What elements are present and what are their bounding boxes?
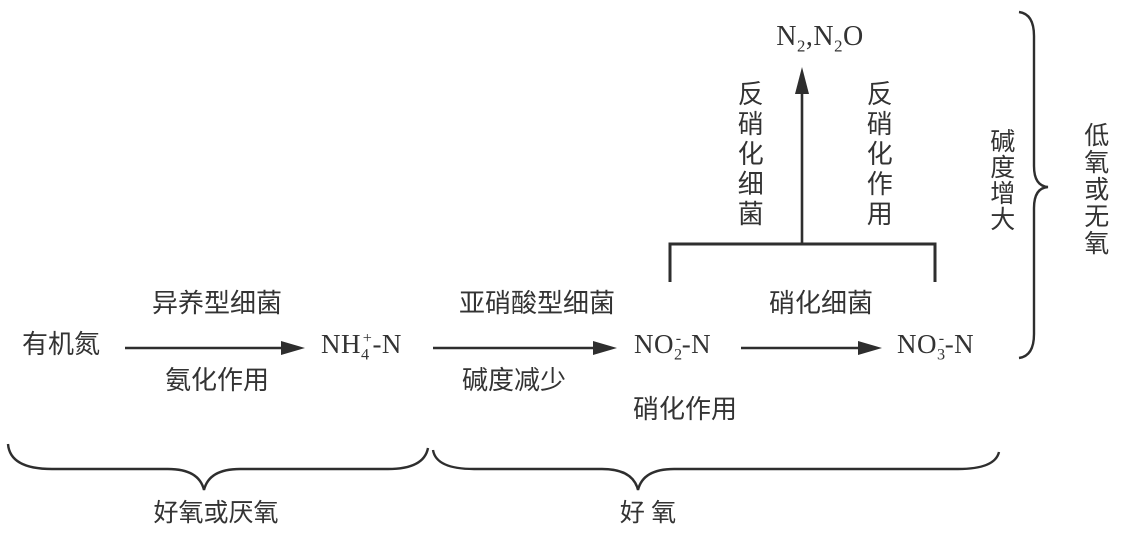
ammonification-label: 氨化作用 bbox=[164, 366, 270, 395]
n2-n2o-formula: N2,N2O bbox=[776, 21, 864, 56]
organic-nitrogen-label: 有机氮 bbox=[22, 330, 101, 359]
nitratation-arrow-head bbox=[858, 341, 882, 355]
no3-superscript: - bbox=[938, 329, 945, 347]
gas-p3: O bbox=[843, 21, 864, 52]
zone-left-brace bbox=[6, 443, 430, 491]
gas-p2: ,N bbox=[805, 21, 835, 52]
no3-n-formula: NO3--N bbox=[897, 329, 975, 364]
nh4-superscript: + bbox=[362, 329, 373, 347]
nitrifying-bacteria-label: 硝化细菌 bbox=[768, 289, 874, 318]
gas-p1: N bbox=[776, 21, 797, 52]
nitrification-label: 硝化作用 bbox=[633, 395, 738, 424]
alkalinity-increase-label: 碱度增大 bbox=[986, 128, 1014, 232]
ammonification-arrow-head bbox=[281, 341, 305, 355]
right-side-brace bbox=[1018, 10, 1049, 360]
denitrifying-bacteria-label: 反硝化细菌 bbox=[734, 80, 764, 230]
no2-subscript: 2 bbox=[674, 345, 683, 364]
no3-base: NO bbox=[897, 329, 937, 359]
alkalinity-decrease-label: 碱度减少 bbox=[461, 366, 567, 395]
no3-subscript: 3 bbox=[937, 345, 946, 364]
gas-s2: 2 bbox=[834, 36, 844, 56]
zone-right-brace bbox=[431, 449, 1001, 491]
low-or-no-oxygen-label: 低氧或无氧 bbox=[1080, 122, 1108, 257]
no2-superscript: - bbox=[675, 329, 682, 347]
nh4-base: NH bbox=[321, 329, 361, 359]
aerobic-zone-label: 好 氧 bbox=[619, 500, 677, 527]
aerobic-or-anaerobic-zone-label: 好氧或厌氧 bbox=[153, 500, 279, 527]
nh4-subscript: 4 bbox=[361, 345, 370, 364]
nh4-tail: -N bbox=[372, 329, 402, 359]
no2-tail: -N bbox=[681, 329, 712, 359]
nitrite-bacteria-label: 亚硝酸型细菌 bbox=[458, 289, 616, 318]
no2-base: NO bbox=[634, 329, 674, 359]
gas-s1: 2 bbox=[796, 36, 806, 56]
no3-tail: -N bbox=[944, 329, 975, 359]
denitrification-arrow-head bbox=[795, 67, 809, 94]
denitrification-collector-bracket bbox=[668, 242, 937, 282]
nitritation-arrow-head bbox=[593, 341, 617, 355]
nh4-n-formula: NH4+-N bbox=[321, 329, 402, 364]
no2-n-formula: NO2--N bbox=[634, 329, 712, 364]
denitrification-label: 反硝化作用 bbox=[863, 80, 893, 230]
heterotrophic-bacteria-label: 异养型细菌 bbox=[151, 289, 283, 318]
